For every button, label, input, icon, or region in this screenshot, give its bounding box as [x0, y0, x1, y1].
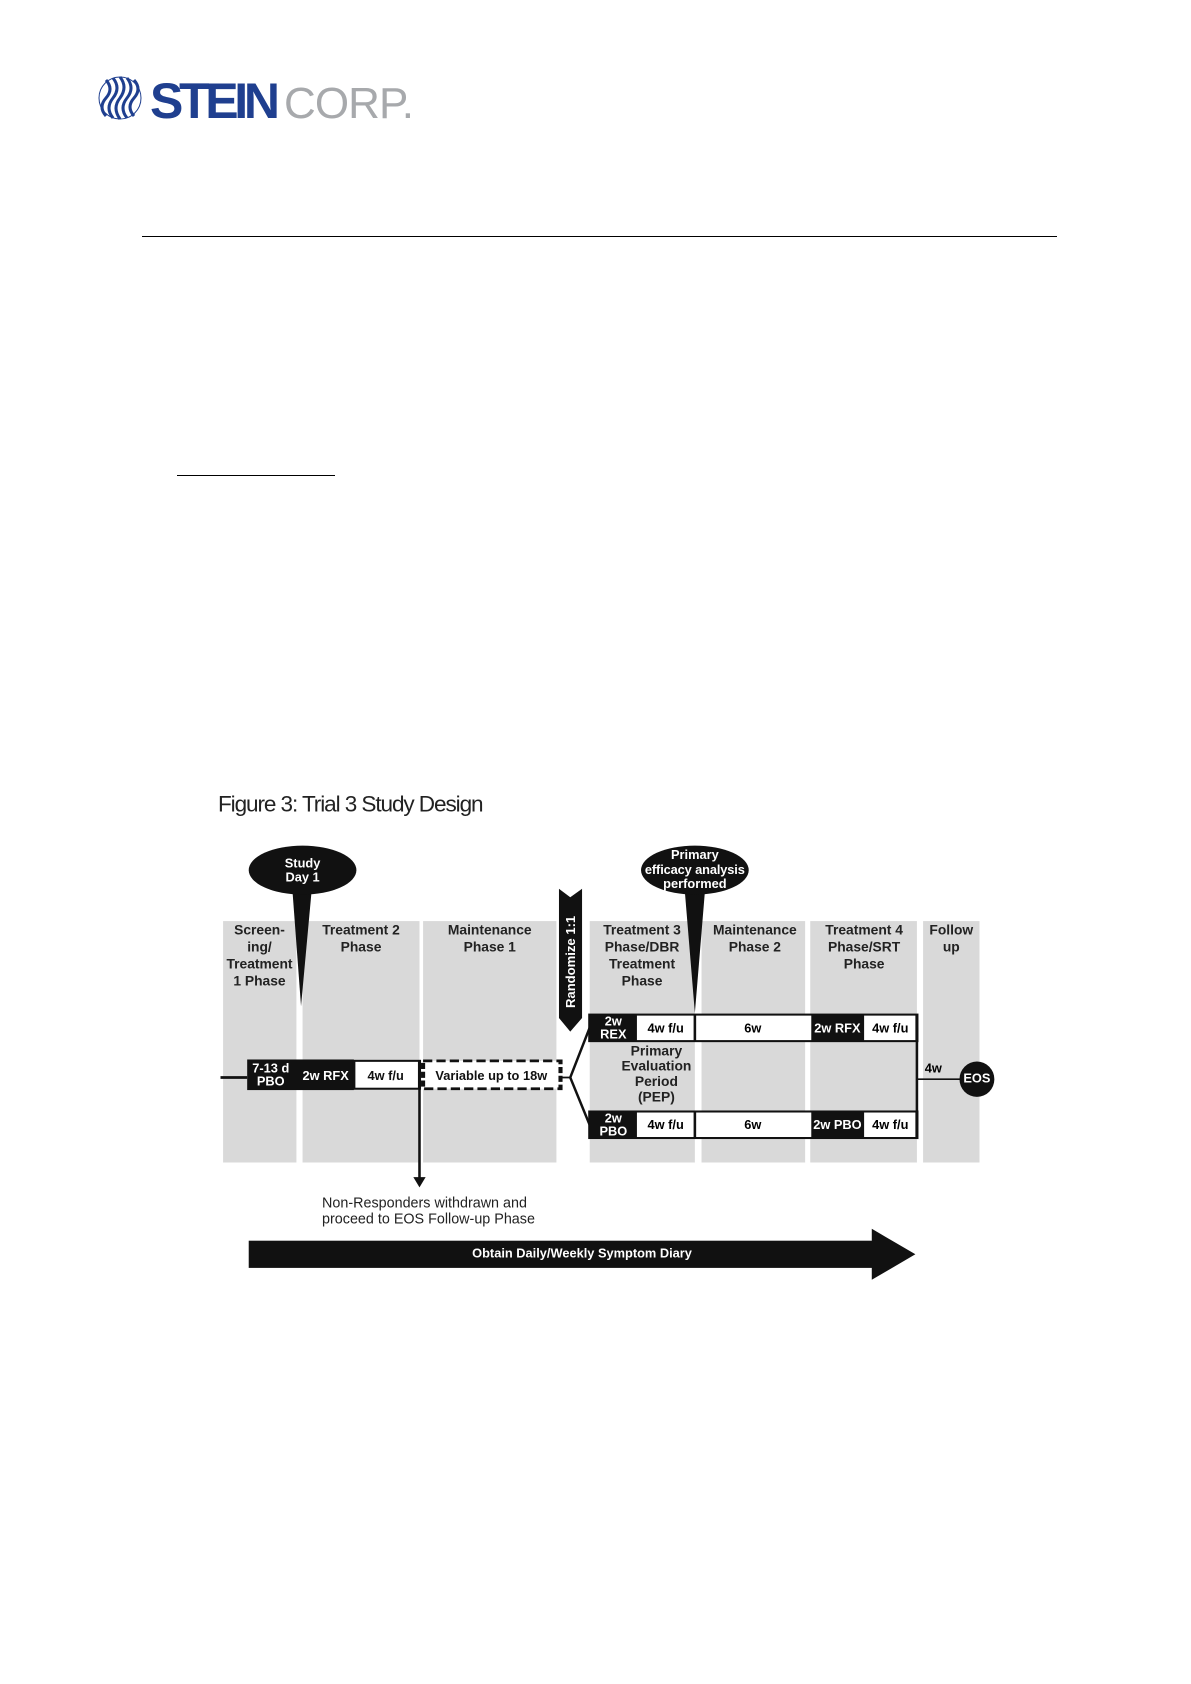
phase-header: Treatment 2	[322, 922, 400, 938]
phase-header: 1 Phase	[233, 973, 286, 989]
study-day-callout: Study Day 1	[248, 845, 357, 1007]
box-text: 4w f/u	[872, 1020, 908, 1035]
top-arm: 2w REX 4w f/u 6w 2w RFX 4w f/u	[588, 1013, 919, 1043]
phase-header: ing/	[247, 939, 272, 955]
globe-icon	[98, 76, 142, 120]
box-text: 2w	[605, 1110, 622, 1125]
phase-header: up	[943, 939, 960, 955]
logo-suffix: CORP.	[284, 79, 414, 126]
header-rule	[142, 236, 1057, 237]
logo-brand: STEIN	[150, 73, 280, 126]
randomize-label: Randomize 1:1	[563, 916, 578, 1008]
arrow-down-icon	[413, 1177, 426, 1188]
box-text: PBO	[257, 1073, 285, 1088]
phase-header: Screen-	[234, 922, 285, 938]
non-responders-text: proceed to EOS Follow-up Phase	[322, 1212, 535, 1228]
phase-header: Treatment	[609, 956, 675, 972]
diary-arrow: Obtain Daily/Weekly Symptom Diary	[248, 1228, 916, 1280]
callout-text: Primary	[671, 847, 720, 862]
eos-label: EOS	[963, 1071, 991, 1086]
phase-header: Phase 1	[464, 939, 517, 955]
company-logo: STEIN CORP.	[98, 73, 414, 126]
followup-label: 4w	[925, 1060, 942, 1075]
non-responders-text: Non-Responders withdrawn and	[322, 1196, 527, 1212]
box-text: PBO	[599, 1123, 627, 1138]
randomize-arrow: Randomize 1:1	[558, 888, 583, 1032]
phase-header: Phase 2	[729, 939, 782, 955]
box-text: 2w	[605, 1013, 622, 1028]
pep-text: Period	[635, 1073, 678, 1089]
main-path: 7-13 d PBO 2w RFX 4w f/u Variable up to …	[220, 1027, 591, 1188]
diary-label: Obtain Daily/Weekly Symptom Diary	[472, 1246, 693, 1261]
phase-headers: Screen- ing/ Treatment 1 Phase Treatment…	[226, 922, 973, 989]
phase-header: Follow	[929, 922, 973, 938]
bottom-arm: 2w PBO 4w f/u 6w 2w PBO 4w f/u	[588, 1110, 919, 1140]
phase-column	[302, 921, 420, 1163]
underline-mark	[177, 475, 335, 476]
follow-up: 4w EOS	[915, 1027, 995, 1126]
box-text: 4w f/u	[647, 1020, 683, 1035]
pep-text: Evaluation	[621, 1058, 691, 1074]
phase-column	[423, 921, 557, 1163]
phase-header: Treatment 4	[825, 922, 903, 938]
phase-header: Phase/SRT	[828, 939, 901, 955]
phase-header: Phase	[622, 973, 663, 989]
box-text: REX	[600, 1026, 627, 1041]
box-text: 7-13 d	[252, 1060, 289, 1075]
box-text: 4w f/u	[367, 1068, 403, 1083]
box-text: 2w PBO	[813, 1117, 861, 1132]
box-text: 4w f/u	[872, 1117, 908, 1132]
phase-header: Maintenance	[448, 922, 532, 938]
primary-analysis-callout: Primary efficacy analysis performed	[641, 845, 749, 1013]
figure-title: Figure 3: Trial 3 Study Design	[218, 791, 484, 816]
pep-text: (PEP)	[638, 1088, 675, 1104]
phase-header: Treatment 3	[603, 922, 681, 938]
phase-column	[923, 921, 980, 1163]
box-text: Variable up to 18w	[435, 1068, 547, 1083]
phase-header: Phase	[844, 956, 885, 972]
callout-text: performed	[663, 876, 726, 891]
box-text: 6w	[744, 1020, 761, 1035]
callout-text: Study	[285, 855, 321, 870]
phase-header: Maintenance	[713, 922, 797, 938]
pep-text: Primary	[631, 1042, 683, 1058]
study-design-diagram: Figure 3: Trial 3 Study Design Screen- i…	[218, 791, 995, 1280]
callout-text: efficacy analysis	[645, 862, 745, 877]
phase-header: Phase/DBR	[605, 939, 680, 955]
box-text: 2w RFX	[814, 1020, 861, 1035]
box-text: 4w f/u	[647, 1117, 683, 1132]
eos-marker	[959, 1061, 995, 1097]
phase-header: Treatment	[226, 956, 292, 972]
pep-label: Primary Evaluation Period (PEP)	[621, 1042, 691, 1104]
box-text: 2w RFX	[303, 1068, 350, 1083]
box-text: 6w	[744, 1117, 761, 1132]
callout-text: Day 1	[285, 869, 319, 884]
phase-column	[223, 921, 297, 1163]
phase-header: Phase	[341, 939, 382, 955]
